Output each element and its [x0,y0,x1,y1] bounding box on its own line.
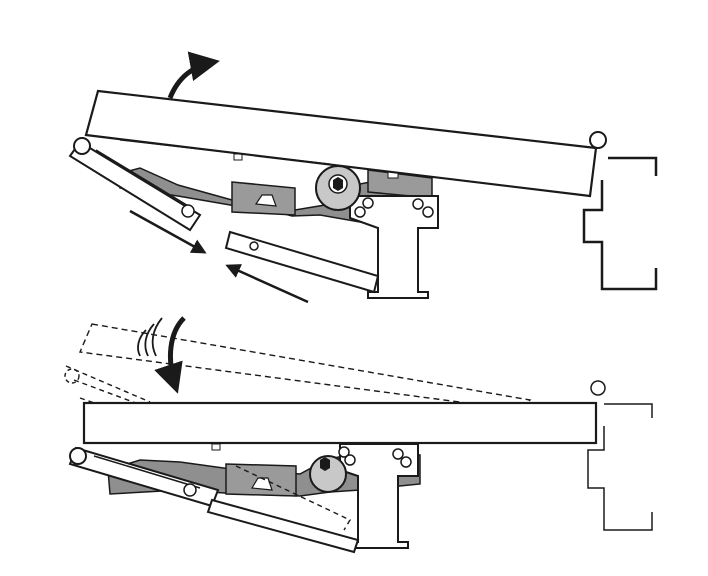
pivot-pin [69,447,87,465]
wall-frame [587,403,653,531]
curved-down-arrow [154,316,186,394]
pivot-pin [181,204,195,218]
pulley-wheel [309,455,347,493]
link-arm-upper [68,140,202,232]
link-arm-lower [224,230,380,294]
ghost-arm-lower [235,465,351,531]
lid-underside-line [119,139,331,165]
pivot-pin [183,483,197,497]
bracket-bolt [362,197,374,209]
pulley-nut [320,457,330,471]
bracket-bolt [400,456,412,468]
latch-ball [589,131,607,149]
bracket-bolt [354,206,366,218]
pivot-pin [73,137,91,155]
pivot-pin [249,241,259,251]
bracket-bolt [422,206,434,218]
link-arm-slot [93,455,201,489]
bracket-bolt [392,448,404,460]
bracket-bolt [338,446,350,458]
mount-bracket [339,443,419,549]
bracket-bolt [344,454,356,466]
lid-ghost-outline [78,323,532,411]
link-arm-slot [95,149,191,208]
pulley-nut [333,177,343,191]
bottom-panel [64,316,653,554]
mount-bracket [349,195,439,299]
top-panel [68,51,658,304]
ghost-pivot [64,368,80,384]
curved-up-arrow [167,51,220,99]
link-arm-lower [206,498,360,554]
lid-closed [82,401,598,445]
lid-lifted [84,89,598,198]
slide-in-arrow [129,209,207,254]
bracket-bolt [412,198,424,210]
slide-out-arrow [225,264,309,304]
motion-marks [137,317,163,357]
latch-ball [590,380,606,396]
wall-frame [582,156,658,291]
